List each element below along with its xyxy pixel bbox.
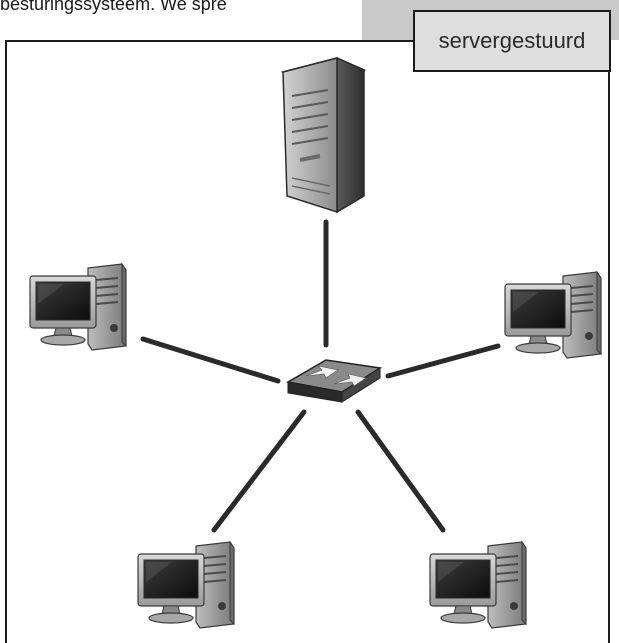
pc-top-left-icon bbox=[29, 263, 127, 351]
link-switch-pc-top-right bbox=[385, 343, 501, 379]
server-icon bbox=[280, 56, 367, 214]
pc-top-right-icon bbox=[504, 271, 602, 359]
pc-bottom-left-icon bbox=[137, 541, 235, 629]
label-servergestuurd: servergestuurd bbox=[413, 10, 611, 72]
link-switch-pc-bottom-right bbox=[355, 409, 446, 533]
connection-lines bbox=[140, 219, 501, 533]
switch-icon bbox=[285, 359, 383, 403]
link-switch-pc-top-left bbox=[140, 336, 281, 384]
pc-bottom-right-icon bbox=[429, 541, 527, 629]
link-switch-pc-bottom-left bbox=[211, 409, 307, 533]
top-text-fragment: besturingssysteem. We spre bbox=[0, 0, 227, 14]
